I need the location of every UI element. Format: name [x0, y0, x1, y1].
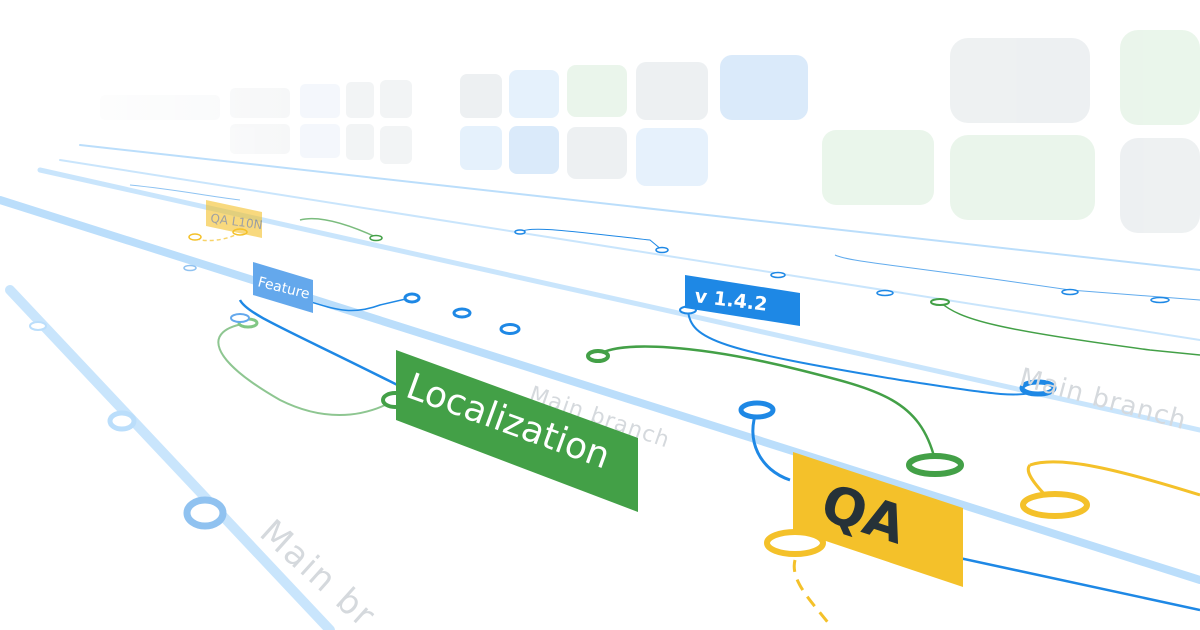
tag-feature: Feature	[253, 262, 313, 313]
tag-qa-l10n: QA L10N	[206, 200, 263, 238]
main-branch-label: Main branch	[1016, 363, 1190, 436]
main-branch-rails	[0, 144, 1200, 630]
tag-localization: Localization	[396, 350, 638, 512]
commit-nodes	[29, 228, 1170, 557]
green-branches	[217, 217, 1200, 461]
tag-version: v 1.4.2	[685, 275, 800, 326]
